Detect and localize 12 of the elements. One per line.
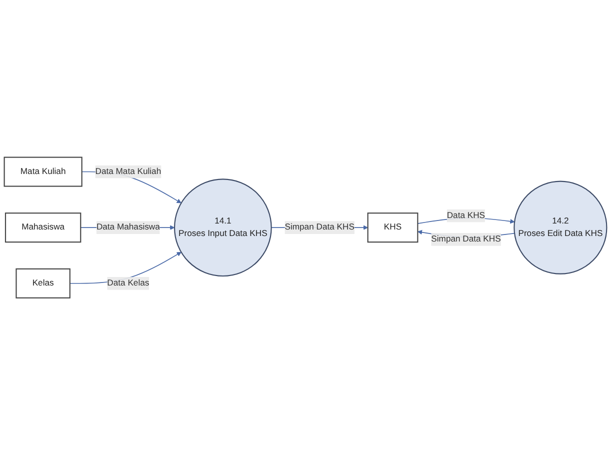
node-box: Mahasiswa xyxy=(4,212,82,243)
node-box: KHS xyxy=(367,212,418,243)
edge-label: Data Mahasiswa xyxy=(96,222,160,232)
edge-label: Data Mata Kuliah xyxy=(95,166,162,176)
edge-label: Data Kelas xyxy=(107,278,150,288)
edge-label: Simpan Data KHS xyxy=(284,222,354,232)
node-box: Mata Kuliah xyxy=(4,156,82,187)
node-box: Kelas xyxy=(16,268,70,298)
edge-label: Simpan Data KHS xyxy=(431,234,501,244)
edge-label: Data KHS xyxy=(446,210,486,220)
node-circle: 14.2 Proses Edit Data KHS xyxy=(514,180,608,274)
node-circle: 14.1 Proses Input Data KHS xyxy=(174,178,272,276)
